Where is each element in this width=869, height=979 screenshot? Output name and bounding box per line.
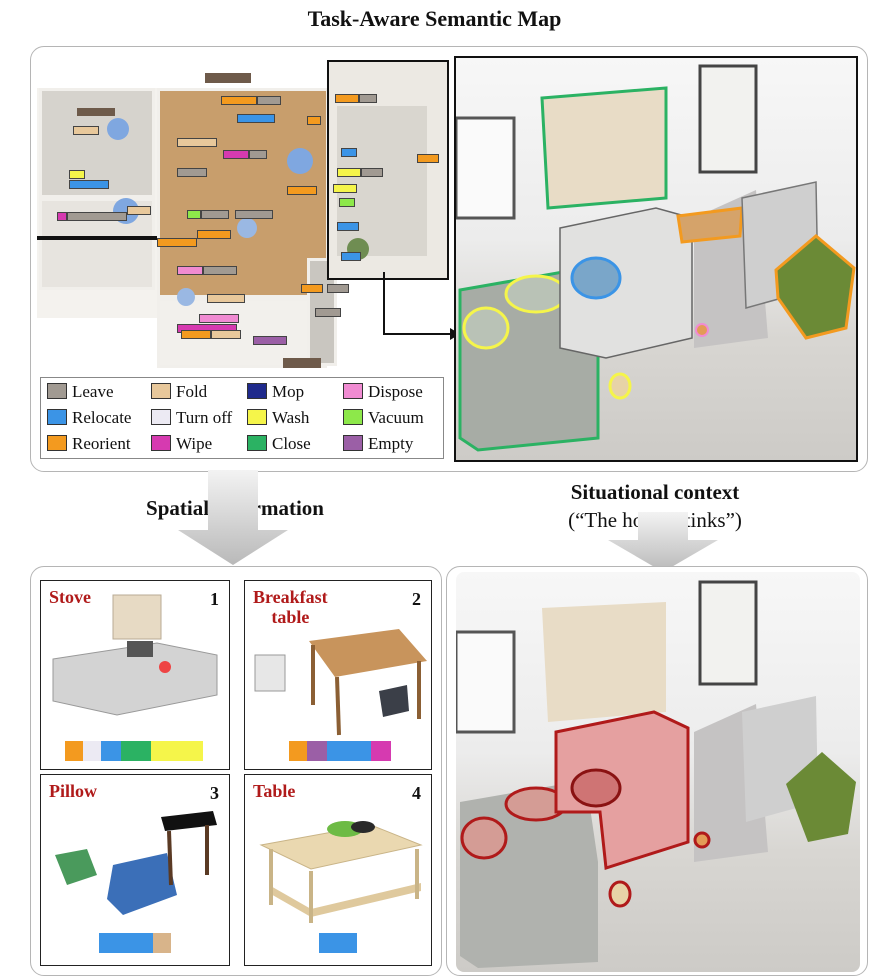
card-breakfast-table: Breakfast table 2 [244, 580, 432, 770]
situational-context-label: Situational context [570, 480, 740, 504]
action-bar-segment [151, 741, 177, 761]
legend-item: Reorient [47, 434, 131, 454]
action-bar-segment [127, 933, 153, 953]
stove-illustration [52, 594, 218, 716]
legend-item: Vacuum [343, 408, 424, 428]
action-bar-segment [99, 933, 127, 953]
table-illustration [254, 629, 427, 736]
action-bar-segment [327, 741, 349, 761]
pillow-illustration [55, 811, 217, 915]
card-number: 3 [210, 783, 219, 803]
legend-swatch [151, 435, 171, 451]
action-bar-segment [289, 741, 307, 761]
action-bar-segment [349, 741, 371, 761]
action-bar-segment [177, 741, 203, 761]
legend-item: Fold [151, 382, 207, 402]
card-title: Pillow [49, 781, 97, 801]
card-table: Table 4 [244, 774, 432, 966]
legend-item: Dispose [343, 382, 423, 402]
card-title: Stove [49, 587, 91, 607]
card-pillow: Pillow 3 [40, 774, 230, 966]
legend-swatch [247, 409, 267, 425]
card-number: 4 [412, 783, 421, 803]
legend-swatch [343, 435, 363, 451]
card-number: 2 [412, 589, 421, 609]
legend-swatch [151, 409, 171, 425]
action-bar-segment [65, 741, 83, 761]
card-title: Table [253, 781, 296, 801]
legend-item: Relocate [47, 408, 131, 428]
legend-swatch [343, 409, 363, 425]
legend-item: Wipe [151, 434, 212, 454]
legend-item: Wash [247, 408, 309, 428]
legend-swatch [247, 435, 267, 451]
down-arrow-right [608, 512, 718, 572]
card-title: Breakfast table [253, 587, 328, 627]
legend: Leave Fold Mop Dispose Relocate Turn off… [40, 377, 444, 459]
legend-item: Mop [247, 382, 304, 402]
action-bar-segment [101, 741, 121, 761]
legend-swatch [47, 383, 67, 399]
action-bar-segment [83, 741, 101, 761]
action-bar-segment [319, 933, 357, 953]
legend-swatch [343, 383, 363, 399]
action-bar-segment [153, 933, 171, 953]
legend-item: Turn off [151, 408, 232, 428]
down-arrow-left [178, 470, 288, 565]
card-number: 1 [210, 589, 219, 609]
kitchen-view-highlighted [454, 572, 860, 972]
action-bar-segment [121, 741, 151, 761]
table-illustration [259, 821, 423, 923]
action-bar-segment [371, 741, 391, 761]
action-bar-segment [307, 741, 327, 761]
legend-item: Close [247, 434, 311, 454]
legend-item: Leave [47, 382, 114, 402]
zoom-connector [383, 272, 460, 340]
legend-swatch [151, 383, 171, 399]
floor-plan [37, 58, 449, 376]
legend-swatch [247, 383, 267, 399]
figure-title: Task-Aware Semantic Map [307, 6, 562, 31]
card-stove: Stove 1 [40, 580, 230, 770]
legend-swatch [47, 435, 67, 451]
legend-swatch [47, 409, 67, 425]
kitchen-view-annotated [454, 56, 858, 462]
legend-item: Empty [343, 434, 413, 454]
